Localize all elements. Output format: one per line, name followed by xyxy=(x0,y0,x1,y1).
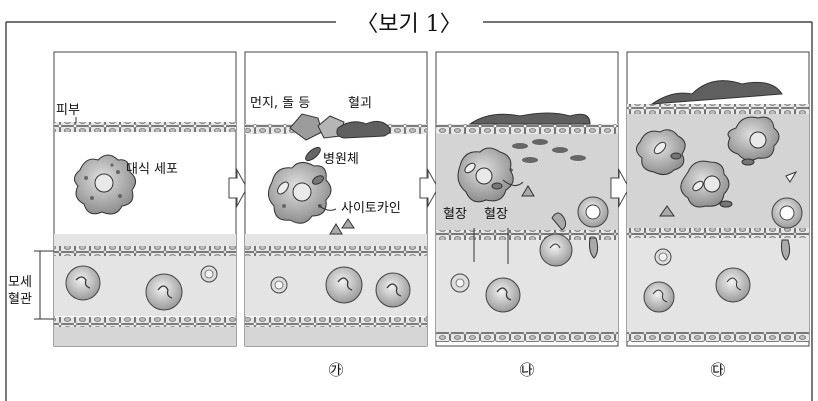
blood-clot xyxy=(336,120,391,139)
arrow-icon xyxy=(419,168,439,208)
capillary-wall-bottom xyxy=(54,317,236,327)
blood-clot xyxy=(468,112,591,125)
macrophage-cell xyxy=(268,162,332,224)
cytokine-triangle xyxy=(521,185,535,197)
platelet xyxy=(200,265,218,283)
arrow-icon xyxy=(610,168,630,208)
panel-2 xyxy=(244,51,428,347)
blood-cell xyxy=(771,197,803,261)
macrophage-cell xyxy=(457,147,514,203)
arrow-icon xyxy=(228,168,248,208)
panel-3 xyxy=(435,51,619,347)
blood-cell xyxy=(654,248,672,266)
figure-title: 〈보기 1〉 xyxy=(356,12,461,37)
label-capillary-2: 혈관 xyxy=(8,292,32,307)
label-capillary-1: 모세 xyxy=(8,275,32,290)
blood-cell xyxy=(375,272,411,308)
blood-cell xyxy=(485,277,521,313)
blood-cell xyxy=(65,265,101,301)
blood-cell xyxy=(643,281,675,313)
blood-cell xyxy=(577,196,609,259)
panel-1 xyxy=(53,51,237,347)
blood-cell xyxy=(539,212,573,267)
blood-cell xyxy=(145,273,183,311)
cytokine-triangle xyxy=(341,218,355,229)
pathogen xyxy=(305,146,321,162)
skin-epithelium xyxy=(54,122,236,132)
panel-4 xyxy=(626,51,810,347)
blood-cell xyxy=(270,276,288,294)
label-macrophage: 대식 세포 xyxy=(126,162,178,177)
capillary-wall-top xyxy=(54,246,236,256)
label-skin: 피부 xyxy=(56,103,80,118)
cytokine-triangle xyxy=(785,170,798,183)
label-blood-clot: 혈괴 xyxy=(348,96,372,111)
label-plasma-2: 혈장 xyxy=(484,207,508,222)
blood-clot xyxy=(650,80,783,105)
macrophage-cell xyxy=(680,160,733,208)
blood-cell xyxy=(450,273,470,293)
caption-na: ㉯ xyxy=(519,361,534,379)
capillary-bracket xyxy=(34,250,41,320)
label-cytokine: 사이토카인 xyxy=(341,201,401,216)
caption-ga: ㉮ xyxy=(328,361,343,379)
label-dust-stone: 먼지, 돌 등 xyxy=(250,96,310,111)
blood-cell xyxy=(325,266,363,304)
macrophage-cell xyxy=(727,116,780,166)
label-plasma-1: 혈장 xyxy=(443,207,467,222)
macrophage-cell xyxy=(636,129,686,176)
caption-da: ㉰ xyxy=(710,361,725,379)
cytokine-triangle xyxy=(659,205,675,217)
blood-cell xyxy=(715,267,751,303)
label-pathogen: 병원체 xyxy=(323,152,359,167)
outer-frame xyxy=(5,21,813,401)
macrophage-cell xyxy=(74,154,136,215)
cytokine-triangle xyxy=(329,223,343,235)
